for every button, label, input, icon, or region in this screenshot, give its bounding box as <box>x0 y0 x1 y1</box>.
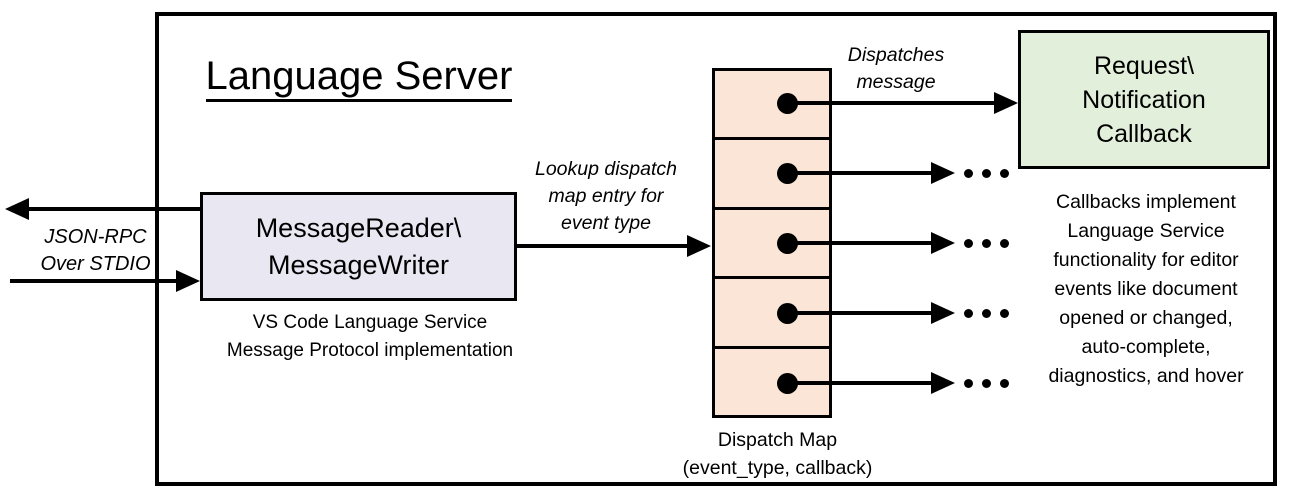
dispatch-row2-ellipsis-icon <box>964 169 1009 178</box>
diagram-title: Language Server <box>198 52 520 102</box>
dispatch-row2-dot-icon <box>777 163 798 184</box>
callbacks-note-line3: functionality for editor <box>1053 249 1239 271</box>
dispatches-label-line1: Dispatches <box>847 44 945 66</box>
outbound-arrow-line <box>27 207 200 211</box>
dispatch-row5-arrowhead-icon <box>931 372 955 394</box>
dispatches-label: Dispatches message <box>826 42 966 96</box>
message-reader-caption-line2: Message Protocol implementation <box>226 340 514 361</box>
callbacks-note-line6: auto-complete, <box>1081 336 1211 358</box>
dispatch-row1-line <box>789 101 996 105</box>
callbacks-note-line1: Callbacks implement <box>1056 191 1236 213</box>
dispatch-cell-2 <box>715 137 829 206</box>
dispatch-row5-line <box>789 381 933 385</box>
dispatch-cell-4 <box>715 276 829 345</box>
callback-box-line3: Callback <box>1096 119 1192 148</box>
dispatch-map-caption-line2: (event_type, callback) <box>682 457 873 479</box>
callback-box-line1: Request\ <box>1093 51 1195 80</box>
dispatch-row1-arrowhead-icon <box>994 92 1018 114</box>
dispatch-row4-arrowhead-icon <box>931 302 955 324</box>
lookup-label: Lookup dispatch map entry for event type <box>518 156 694 237</box>
lookup-arrow-line <box>517 244 689 248</box>
dispatch-row3-ellipsis-icon <box>964 239 1009 248</box>
dispatch-row3-dot-icon <box>777 233 798 254</box>
dispatch-row5-ellipsis-icon <box>964 379 1009 388</box>
dispatches-label-line2: message <box>856 71 936 93</box>
callback-box: Request\ Notification Callback <box>1018 30 1270 169</box>
message-reader-writer-line2: MessageWriter <box>267 249 450 280</box>
dispatch-row2-line <box>789 171 933 175</box>
callbacks-note-line5: opened or changed, <box>1059 307 1233 329</box>
message-reader-writer-line1: MessageReader\ <box>255 212 462 243</box>
lookup-label-line1: Lookup dispatch <box>534 158 678 180</box>
lookup-label-line3: event type <box>561 212 651 234</box>
dispatch-row4-dot-icon <box>777 303 798 324</box>
callbacks-note-line7: diagnostics, and hover <box>1048 365 1244 387</box>
dispatch-row1-dot-icon <box>777 93 798 114</box>
dispatch-cell-5 <box>715 345 829 415</box>
io-protocol-label: JSON-RPC Over STDIO <box>18 224 173 278</box>
lookup-arrowhead-icon <box>687 235 711 257</box>
lookup-label-line2: map entry for <box>548 185 664 207</box>
callback-box-line2: Notification <box>1082 85 1206 114</box>
callbacks-note-line4: events like document <box>1054 278 1238 300</box>
dispatch-map-caption: Dispatch Map (event_type, callback) <box>655 426 900 482</box>
dispatch-row3-line <box>789 241 933 245</box>
message-reader-caption: VS Code Language Service Message Protoco… <box>207 309 533 365</box>
io-protocol-label-line2: Over STDIO <box>40 253 151 275</box>
message-reader-writer-box: MessageReader\ MessageWriter <box>200 192 517 301</box>
callbacks-note: Callbacks implement Language Service fun… <box>1013 188 1279 391</box>
dispatch-cell-3 <box>715 206 829 276</box>
dispatch-row5-dot-icon <box>777 373 798 394</box>
diagram-title-text: Language Server <box>205 54 513 102</box>
callbacks-note-line2: Language Service <box>1067 220 1225 242</box>
message-reader-caption-line1: VS Code Language Service <box>252 312 488 333</box>
dispatch-row4-ellipsis-icon <box>964 309 1009 318</box>
dispatch-row2-arrowhead-icon <box>931 162 955 184</box>
inbound-arrow-line <box>10 279 178 283</box>
dispatch-row3-arrowhead-icon <box>931 232 955 254</box>
io-protocol-label-line1: JSON-RPC <box>44 226 147 248</box>
dispatch-map-caption-line1: Dispatch Map <box>717 429 838 451</box>
outbound-arrowhead-icon <box>5 198 29 220</box>
inbound-arrowhead-icon <box>176 270 200 292</box>
dispatch-row4-line <box>789 311 933 315</box>
